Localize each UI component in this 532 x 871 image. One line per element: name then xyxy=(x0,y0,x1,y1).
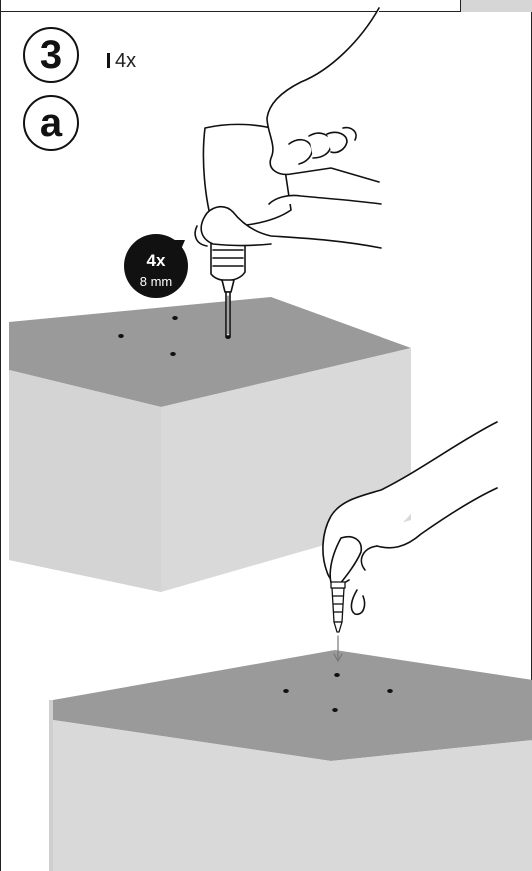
down-arrow-icon xyxy=(333,635,343,663)
lower-block xyxy=(49,650,532,871)
hand-icon xyxy=(266,7,380,183)
page-tab xyxy=(460,0,532,12)
drill-hole xyxy=(332,708,338,712)
quantity-marker-icon xyxy=(107,53,110,68)
drill-hole xyxy=(334,673,340,677)
substep-letter-label: a xyxy=(39,100,63,145)
step-number: 3 xyxy=(23,27,79,83)
drill-hole xyxy=(170,352,176,356)
quantity-text: 4x xyxy=(115,50,137,72)
substep-letter: a xyxy=(23,95,79,151)
lower-block-side xyxy=(53,720,532,871)
drill-hole xyxy=(118,334,124,338)
drill-hole xyxy=(172,316,178,320)
badge-count: 4x xyxy=(147,251,166,270)
drill-hole xyxy=(283,689,289,693)
drill-size-badge xyxy=(124,234,188,298)
top-rule xyxy=(1,0,532,12)
lower-block-edge xyxy=(49,700,53,871)
wall-plug-icon xyxy=(330,581,346,633)
quantity-label: 4x xyxy=(107,50,136,73)
drill-hole xyxy=(387,689,393,693)
badge-size: 8 mm xyxy=(140,274,173,289)
hand-icon xyxy=(322,421,498,616)
drill-icon xyxy=(202,123,292,337)
upper-block xyxy=(9,297,411,592)
upper-block-front xyxy=(9,370,161,592)
lower-block-top xyxy=(53,650,532,761)
hand-icon xyxy=(194,194,382,249)
upper-block-top xyxy=(9,297,411,407)
step-number-label: 3 xyxy=(39,32,63,77)
